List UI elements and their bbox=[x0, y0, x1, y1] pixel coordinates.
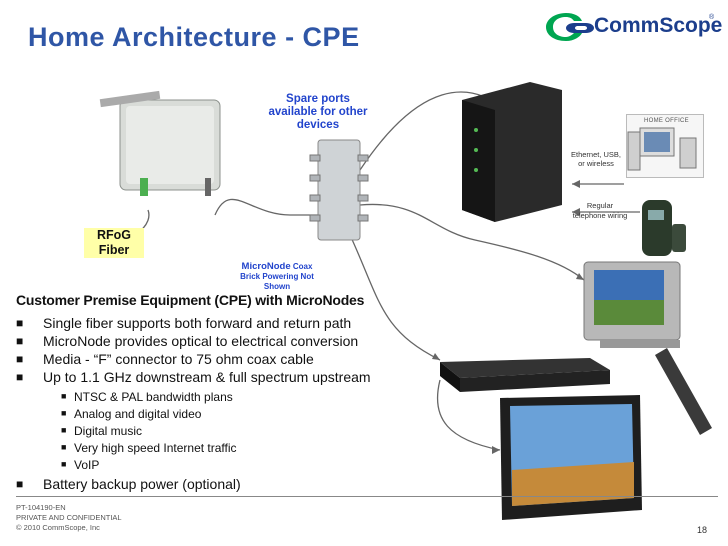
micronode-name: MicroNode bbox=[241, 261, 291, 272]
bullet-item: ■Battery backup power (optional) bbox=[16, 476, 241, 492]
cable-modem bbox=[462, 82, 562, 222]
bullet-marker-icon: ■ bbox=[16, 477, 24, 491]
telephone bbox=[642, 200, 686, 256]
rfog-fiber-label: RFoG Fiber bbox=[84, 228, 144, 258]
ethernet-label: Ethernet, USB, or wireless bbox=[563, 150, 629, 168]
set-top-box bbox=[440, 358, 610, 392]
bullet-marker-icon: ■ bbox=[16, 352, 24, 366]
sub-bullet-marker-icon: ■ bbox=[61, 425, 67, 435]
spare-ports-line-1: Spare ports bbox=[286, 93, 350, 105]
home-office-computer bbox=[627, 127, 697, 171]
sub-bullet-marker-icon: ■ bbox=[61, 442, 67, 452]
micronode-note-2: Shown bbox=[263, 282, 291, 291]
regular-line-1: Regular bbox=[586, 201, 614, 210]
ethernet-line-1: Ethernet, USB, bbox=[570, 150, 622, 159]
spare-ports-line-2: available for other bbox=[268, 106, 368, 118]
rfog-label: RFoG bbox=[96, 228, 132, 242]
fiber-label: Fiber bbox=[98, 243, 130, 257]
sub-bullet-item: ■NTSC & PAL bandwidth plans bbox=[61, 390, 233, 404]
bullet-item: ■Single fiber supports both forward and … bbox=[16, 315, 352, 331]
telephone-wiring-label: Regular telephone wiring bbox=[566, 201, 634, 221]
bullet-marker-icon: ■ bbox=[16, 334, 24, 348]
bullet-item: ■MicroNode provides optical to electrica… bbox=[16, 333, 359, 349]
sub-bullet-marker-icon: ■ bbox=[61, 408, 67, 418]
ethernet-line-2: or wireless bbox=[578, 159, 614, 168]
footer-doc-id: PT-104190-EN bbox=[16, 503, 66, 512]
footer-divider bbox=[16, 496, 718, 497]
spare-ports-line-3: devices bbox=[296, 119, 340, 131]
sub-bullet-item: ■Very high speed Internet traffic bbox=[61, 441, 237, 455]
cpe-headline: Customer Premise Equipment (CPE) with Mi… bbox=[16, 292, 365, 308]
regular-line-2: telephone wiring bbox=[572, 211, 628, 220]
micronode-note-1: Brick Powering Not bbox=[240, 272, 314, 281]
logo-wordmark: CommScope bbox=[594, 14, 723, 37]
sub-bullet-item: ■VoIP bbox=[61, 458, 100, 472]
page-number: 18 bbox=[697, 525, 708, 535]
coax-line-tv bbox=[359, 203, 585, 281]
footer-confidential: PRIVATE AND CONFIDENTIAL bbox=[16, 513, 122, 522]
footer-copyright: © 2010 CommScope, Inc bbox=[16, 523, 100, 532]
bullet-item: ■Media - “F” connector to 75 ohm coax ca… bbox=[16, 351, 314, 367]
micronode-label: MicroNode Coax Brick Powering Not Shown bbox=[232, 262, 322, 292]
micronode-coax: Coax bbox=[292, 262, 313, 271]
micronode-device bbox=[99, 90, 221, 196]
footer: PT-104190-EN PRIVATE AND CONFIDENTIAL © … bbox=[16, 503, 122, 533]
crt-television bbox=[583, 261, 681, 348]
bullet-item: ■Up to 1.1 GHz downstream & full spectru… bbox=[16, 369, 371, 385]
flat-panel-television bbox=[500, 395, 642, 520]
bullet-marker-icon: ■ bbox=[16, 316, 24, 330]
sub-bullet-item: ■Analog and digital video bbox=[61, 407, 202, 421]
remote-control bbox=[655, 348, 712, 435]
sub-bullet-marker-icon: ■ bbox=[61, 459, 67, 469]
commscope-logo bbox=[546, 13, 594, 41]
bullet-marker-icon: ■ bbox=[16, 370, 24, 384]
coax-splitter bbox=[309, 139, 369, 241]
spare-ports-label: Spare ports available for other devices bbox=[262, 93, 374, 132]
logo-registered-mark: ® bbox=[709, 14, 715, 21]
sub-bullet-item: ■Digital music bbox=[61, 424, 143, 438]
slide-title: Home Architecture - CPE bbox=[28, 22, 360, 52]
coax-line-settop bbox=[349, 234, 441, 361]
sub-bullet-marker-icon: ■ bbox=[61, 391, 67, 401]
